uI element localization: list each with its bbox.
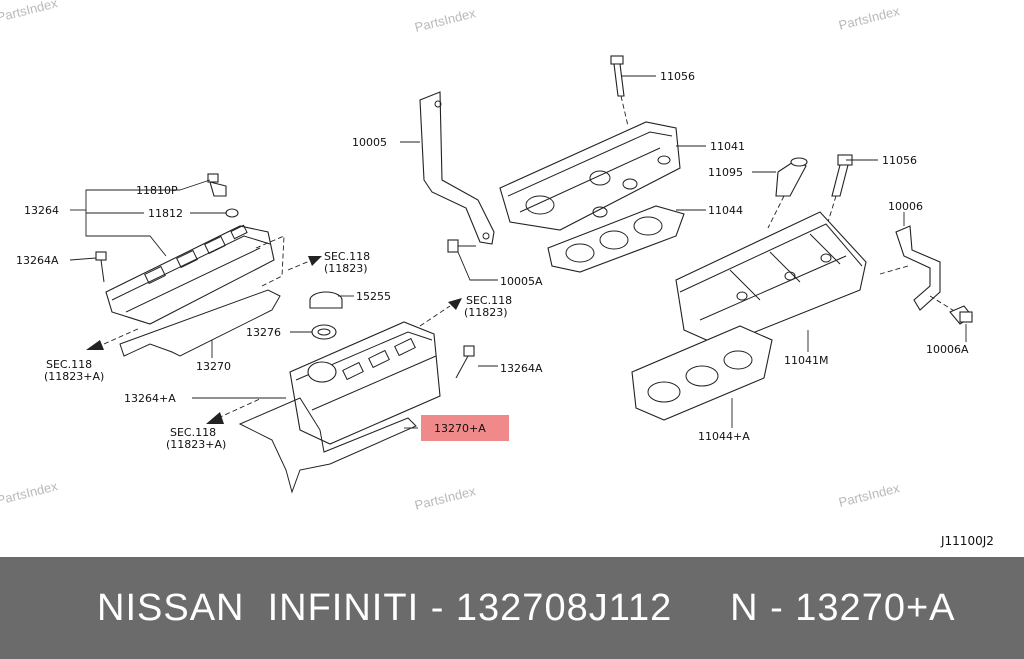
callout-13276[interactable]: 13276 (246, 326, 281, 339)
callout-sec118-a-line2[interactable]: (11823) (324, 262, 368, 275)
callout-11044[interactable]: 11044 (708, 204, 743, 217)
bracket-10005 (419, 91, 495, 245)
arrow-sec118-left (86, 327, 141, 350)
callout-11812[interactable]: 11812 (148, 207, 183, 220)
callout-13270[interactable]: 13270 (196, 360, 231, 373)
callout-13270-plus-a-highlighted[interactable]: 13270+A (421, 415, 509, 441)
rocker-cover-13264-plus-a (289, 321, 441, 445)
leader-lines (69, 75, 967, 429)
watermark-top-left: PartsIndex (0, 0, 60, 25)
callout-11041m[interactable]: 11041M (784, 354, 828, 367)
watermark-bottom-left: PartsIndex (0, 478, 60, 508)
callout-13270-plus-a[interactable]: 13270+A (434, 422, 486, 435)
callout-13264a-mid[interactable]: 13264A (500, 362, 543, 375)
oil-filler-cap-15255 (309, 291, 343, 309)
gasket-11044 (547, 205, 685, 273)
gasket-13270 (119, 289, 281, 357)
plug-11095 (767, 157, 808, 229)
gasket-11044-plus-a (631, 325, 773, 421)
callout-10005a[interactable]: 10005A (500, 275, 543, 288)
callout-sec118-c-line1[interactable]: SEC.118 (46, 358, 92, 371)
callout-13264[interactable]: 13264 (24, 204, 59, 217)
highlight-box (421, 415, 509, 441)
callout-sec118-c-line2[interactable]: (11823+A) (44, 370, 104, 383)
cylinder-head-11041m (675, 211, 867, 347)
bolt-11056-right (827, 154, 853, 223)
rocker-cover-13264 (105, 224, 285, 325)
bracket-10006 (879, 225, 957, 313)
part-info-banner: NISSAN INFINITI - 132708J112 N - 13270+A (0, 557, 1024, 659)
callout-sec118-a-line1[interactable]: SEC.118 (324, 250, 370, 263)
cylinder-head-11041 (499, 121, 681, 231)
bolt-10006a (949, 305, 973, 325)
callout-sec118-d-line1[interactable]: SEC.118 (170, 426, 216, 439)
callout-11044-plus-a[interactable]: 11044+A (698, 430, 750, 443)
callout-11056-right[interactable]: 11056 (882, 154, 917, 167)
callout-sec118-d-line2[interactable]: (11823+A) (166, 438, 226, 451)
watermark-bottom-center: PartsIndex (413, 483, 477, 513)
callout-13264a-left[interactable]: 13264A (16, 254, 59, 267)
callout-11056-top[interactable]: 11056 (660, 70, 695, 83)
diagram-code: J11100J2 (940, 534, 994, 548)
gasket-13270-plus-a (238, 397, 417, 494)
watermark-bottom-right: PartsIndex (837, 480, 901, 510)
callout-11041[interactable]: 11041 (710, 140, 745, 153)
callout-11810p[interactable]: 11810P (136, 184, 178, 197)
watermark-top-right: PartsIndex (837, 3, 901, 33)
bolt-13264a-left (95, 251, 107, 283)
arrow-sec118-lower (206, 397, 263, 424)
exploded-parts-diagram: PartsIndex PartsIndex PartsIndex PartsIn… (0, 0, 994, 548)
banner-text: NISSAN INFINITI - 132708J112 N - 13270+A (97, 586, 956, 629)
callout-13264-plus-a[interactable]: 13264+A (124, 392, 176, 405)
filler-seal-13276 (311, 324, 337, 340)
callout-sec118-b-line2[interactable]: (11823) (464, 306, 508, 319)
o-ring-11812 (225, 208, 239, 218)
callout-10006[interactable]: 10006 (888, 200, 923, 213)
bolt-13264a-mid (455, 345, 475, 379)
watermark-top-center: PartsIndex (413, 5, 477, 35)
arrow-sec118-upper (287, 256, 322, 271)
callout-10006a[interactable]: 10006A (926, 343, 969, 356)
bolt-10005a (447, 239, 476, 253)
callout-11095[interactable]: 11095 (708, 166, 743, 179)
bolt-11056-top (610, 55, 629, 127)
callout-15255[interactable]: 15255 (356, 290, 391, 303)
callout-sec118-b-line1[interactable]: SEC.118 (466, 294, 512, 307)
arrow-sec118-mid (419, 298, 462, 327)
pcv-valve-11810p (207, 173, 227, 197)
callout-10005[interactable]: 10005 (352, 136, 387, 149)
